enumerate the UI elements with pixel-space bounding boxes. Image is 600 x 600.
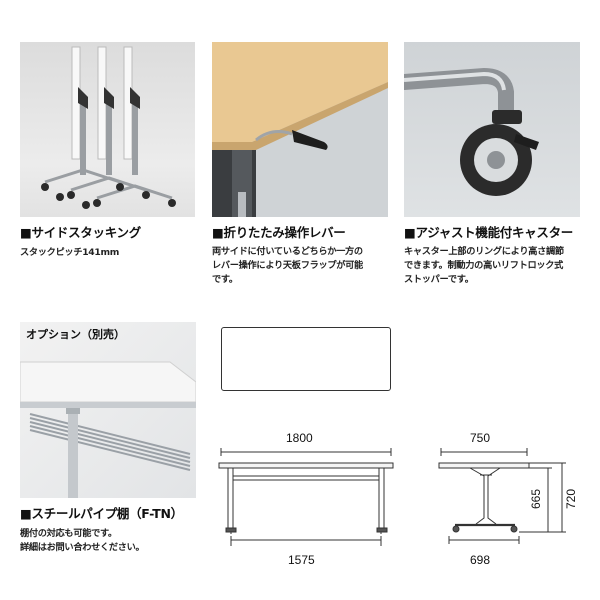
feature-desc-caster: キャスター上部のリングにより高さ調節 できます。制動力の高いリフトロック式 スト…	[404, 246, 564, 285]
option-label: オプション（別売）	[26, 328, 125, 341]
dimension-width-1575: 1575	[288, 553, 315, 567]
feature-desc-folding-lever: 両サイドに付いているどちらか一方の レバー操作により天板フラップが可能 です。	[212, 246, 363, 285]
feature-desc-pipe-shelf: 棚付の対応も可能です。 詳細はお問い合わせください。	[20, 528, 145, 553]
photo-caster	[404, 42, 580, 217]
dimension-height-665: 665	[529, 488, 544, 510]
table-top-view	[221, 327, 391, 391]
feature-title-caster: ■アジャスト機能付キャスター	[404, 225, 573, 240]
photo-folding-lever	[212, 42, 388, 217]
feature-title-folding-lever: ■折りたたみ操作レバー	[212, 225, 346, 240]
lever-illustration	[212, 42, 388, 217]
feature-desc-side-stacking: スタックピッチ141mm	[20, 247, 120, 258]
photo-pipe-shelf	[20, 322, 196, 498]
pipe-shelf-illustration	[20, 361, 196, 498]
stacked-tables-illustration	[41, 46, 176, 209]
photo-side-stacking	[20, 42, 195, 217]
caster-illustration	[404, 67, 539, 196]
dimension-width-1800: 1800	[286, 431, 313, 445]
dimension-depth-750: 750	[470, 431, 491, 445]
feature-title-side-stacking: ■サイドスタッキング	[20, 225, 141, 240]
dimension-depth-698: 698	[470, 553, 491, 567]
dimension-height-720: 720	[564, 488, 579, 510]
feature-title-pipe-shelf: ■スチールパイプ棚（F-TN）	[20, 506, 183, 521]
